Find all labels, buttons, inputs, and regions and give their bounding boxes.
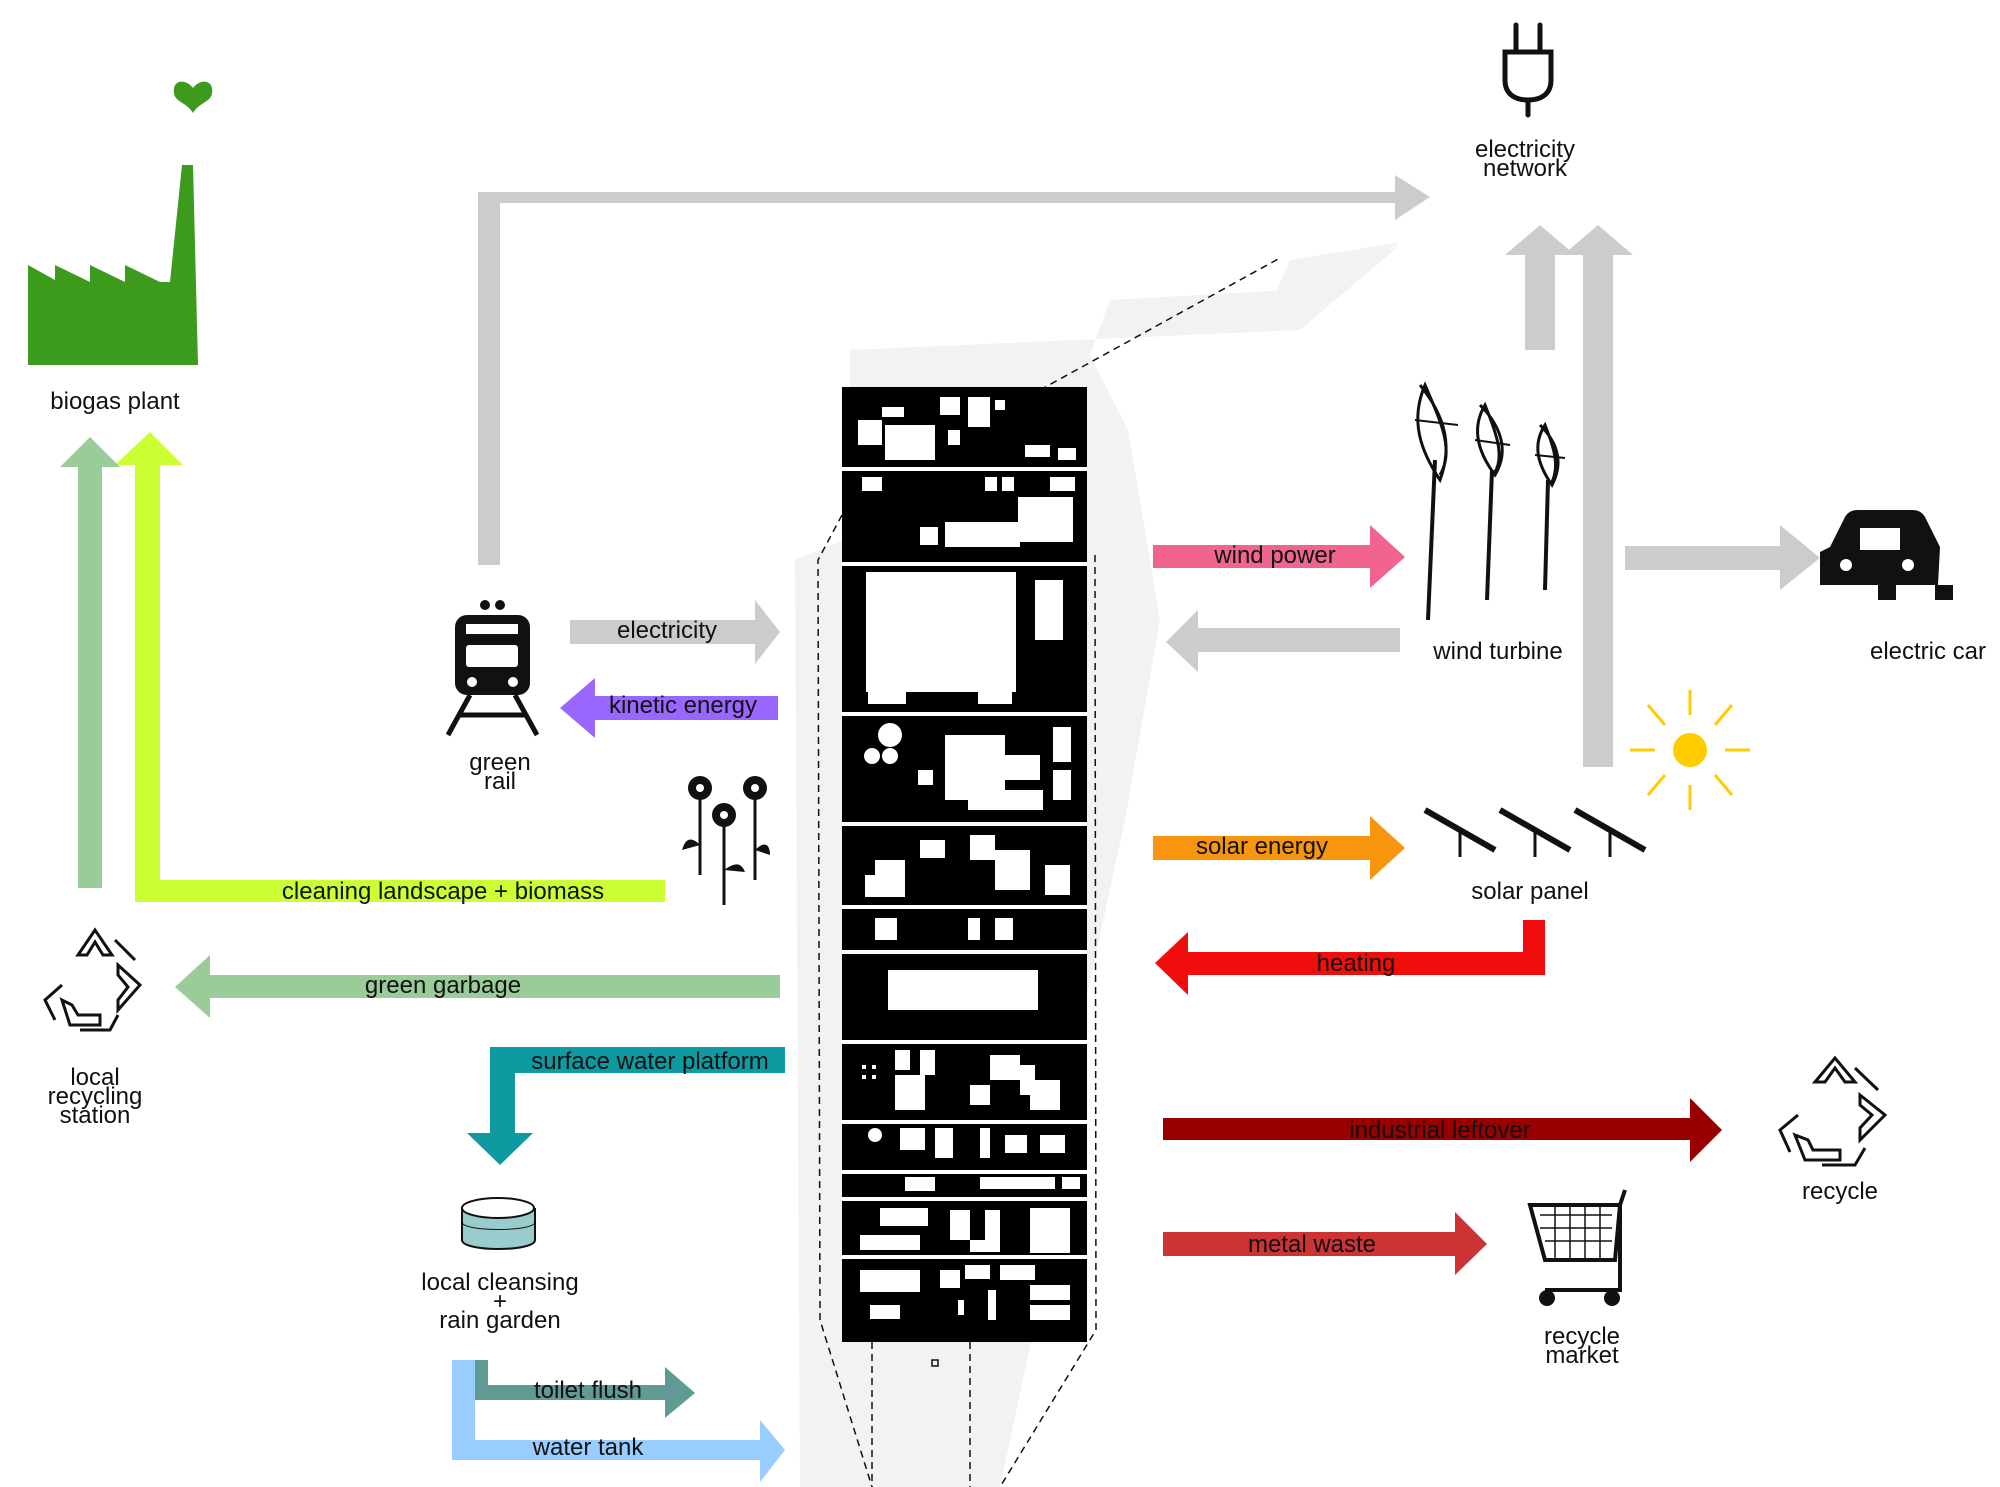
green-rail-label-2: rail bbox=[484, 768, 516, 795]
green-garbage-label: green garbage bbox=[365, 972, 521, 999]
local-recycling-label-3: station bbox=[60, 1102, 131, 1129]
local-recycling-label-1: local bbox=[70, 1064, 119, 1091]
sun-icon bbox=[1630, 690, 1750, 810]
wind-power-label: wind power bbox=[1213, 542, 1335, 569]
electricity-flow-label: electricity bbox=[617, 617, 717, 644]
biogas-green-arrow bbox=[60, 437, 120, 888]
car-icon bbox=[1820, 510, 1953, 600]
biogas-plant-label: biogas plant bbox=[50, 388, 180, 415]
central-building-plan bbox=[842, 387, 1087, 1367]
water-tank-label: water tank bbox=[532, 1434, 645, 1461]
metal-waste-label: metal waste bbox=[1248, 1231, 1376, 1258]
toilet-flush-label: toilet flush bbox=[534, 1377, 642, 1404]
grey-up-arrows bbox=[1505, 225, 1633, 767]
kinetic-energy-label: kinetic energy bbox=[609, 692, 757, 719]
solar-panel-icon bbox=[1423, 807, 1647, 857]
electric-car-label: electric car bbox=[1870, 638, 1986, 665]
industrial-leftover-label: industrial leftover bbox=[1349, 1117, 1530, 1144]
rail-electricity-arrow bbox=[570, 600, 780, 664]
recycle-market-label-1: recycle bbox=[1544, 1323, 1620, 1350]
solar-energy-arrow bbox=[1153, 816, 1405, 880]
plug-icon bbox=[1502, 22, 1554, 118]
surface-water-platform-label: surface water platform bbox=[531, 1048, 768, 1075]
water-container-icon bbox=[461, 1197, 536, 1250]
grey-return-arrow bbox=[1166, 610, 1400, 672]
dashed-outline bbox=[817, 257, 1282, 1487]
flowers-icon bbox=[682, 776, 770, 905]
toilet-flush-arrow bbox=[465, 1360, 695, 1418]
solar-energy-label: solar energy bbox=[1196, 833, 1328, 860]
biogas-plant-icon bbox=[28, 81, 213, 365]
wind-power-arrow bbox=[1153, 525, 1405, 588]
recycle-icon-local bbox=[43, 927, 143, 1032]
solar-panel-label: solar panel bbox=[1471, 878, 1588, 905]
industrial-leftover-arrow bbox=[1163, 1098, 1722, 1162]
green-rail-label-1: green bbox=[469, 749, 530, 776]
green-garbage-arrow bbox=[175, 955, 780, 1018]
train-icon bbox=[445, 600, 540, 737]
heart-icon bbox=[173, 81, 213, 113]
surface-water-arrow bbox=[467, 1047, 785, 1165]
local-recycling-label-2: recycling bbox=[48, 1083, 143, 1110]
electricity-network-label-2: network bbox=[1483, 155, 1568, 182]
heating-label: heating bbox=[1317, 950, 1396, 977]
kinetic-energy-arrow bbox=[560, 678, 778, 738]
small-marker bbox=[931, 1359, 939, 1367]
electricity-network-label-1: electricity bbox=[1475, 136, 1575, 163]
wind-turbine-label: wind turbine bbox=[1432, 638, 1562, 665]
shopping-cart-icon bbox=[1527, 1189, 1627, 1306]
electric-car-arrow bbox=[1625, 525, 1820, 590]
recycle-market-label-2: market bbox=[1545, 1342, 1619, 1369]
local-cleansing-label-1: local cleansing bbox=[421, 1269, 578, 1296]
recycle-icon-right bbox=[1778, 1055, 1888, 1167]
wind-turbine-icon bbox=[1414, 381, 1566, 621]
recycle-label: recycle bbox=[1802, 1178, 1878, 1205]
local-cleansing-label-3: rain garden bbox=[439, 1307, 560, 1334]
cleaning-landscape-label: cleaning landscape + biomass bbox=[282, 878, 604, 905]
local-cleansing-label-2: + bbox=[493, 1288, 507, 1315]
cleaning-landscape-arrow bbox=[115, 432, 665, 902]
metal-waste-arrow bbox=[1163, 1212, 1487, 1275]
water-tank-arrow bbox=[452, 1360, 785, 1482]
heating-arrow bbox=[1155, 920, 1545, 995]
